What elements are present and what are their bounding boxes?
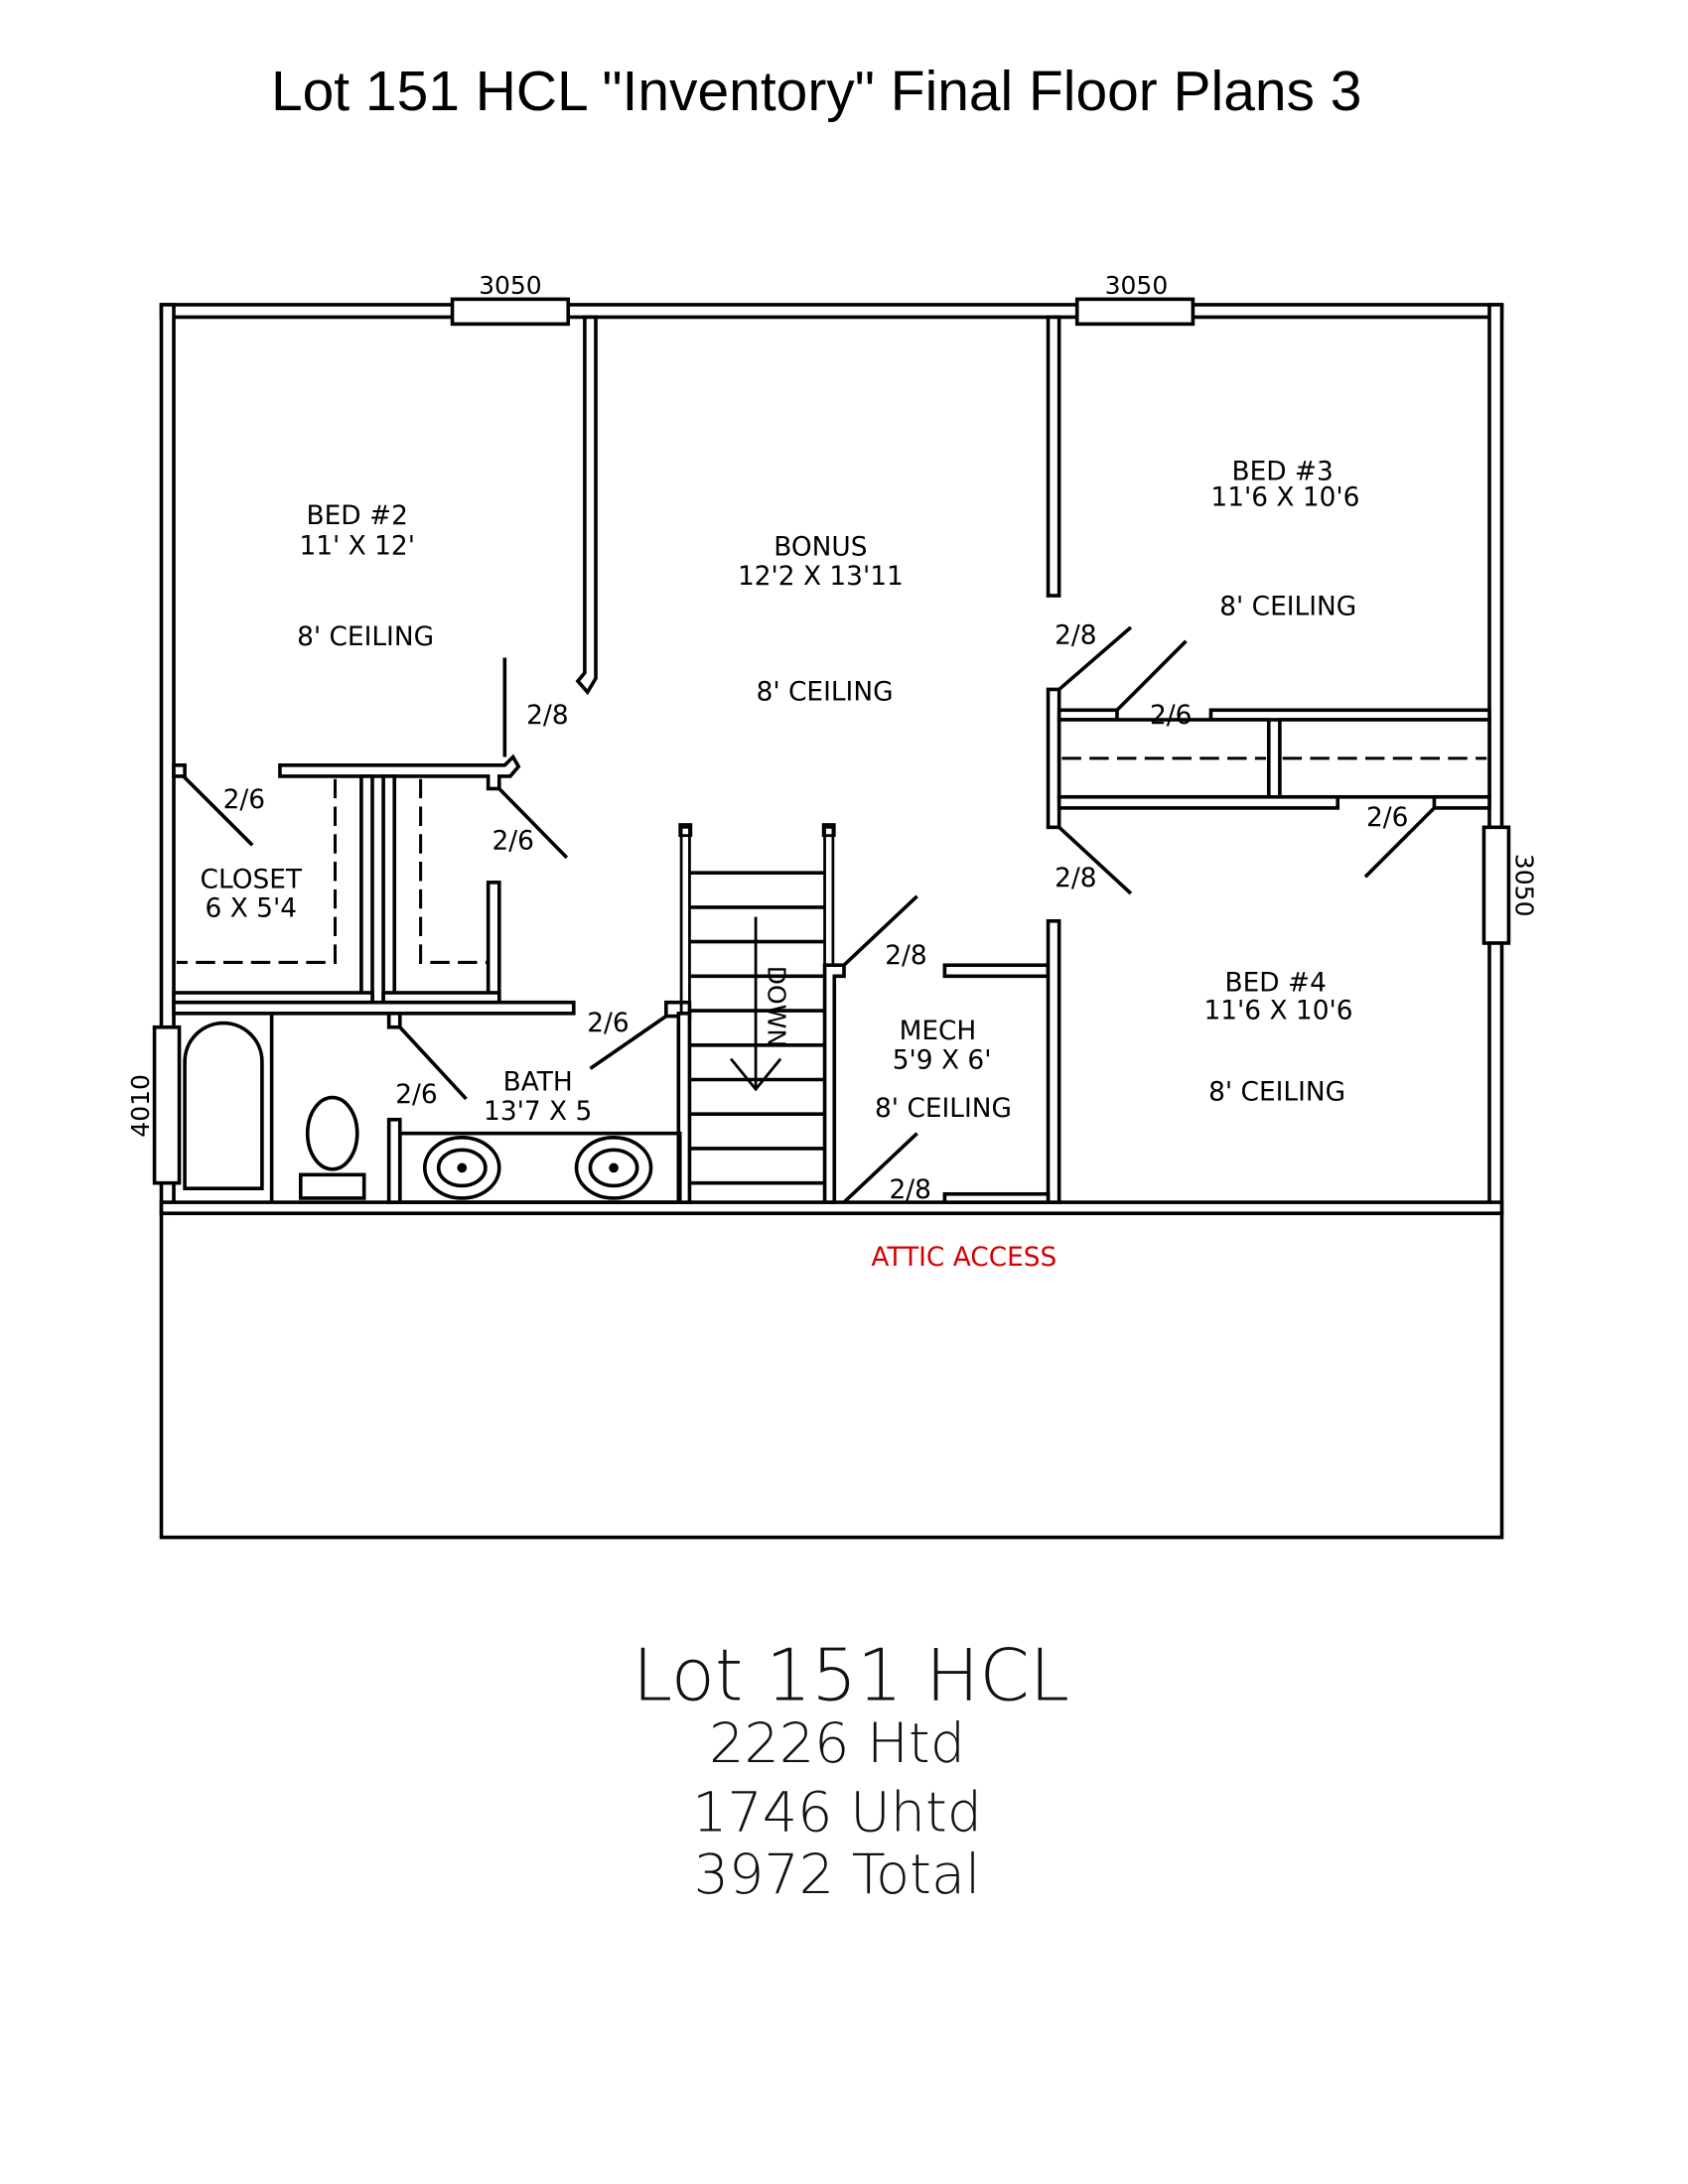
wall-mech-top <box>942 963 1051 979</box>
window-left <box>152 1024 182 1185</box>
door-label: 2/6 <box>1150 701 1192 731</box>
wall-linen-right <box>486 881 501 1005</box>
lot-name: Lot 151 HCL <box>633 1635 1069 1718</box>
room-ceiling: 8' CEILING <box>1208 1077 1345 1107</box>
stairs-label: DOWN <box>763 966 791 1047</box>
wall-bed2-closets <box>278 753 521 791</box>
window-label: 3050 <box>1105 271 1169 300</box>
wall-bonus-bed3 <box>1046 315 1061 598</box>
door-label: 2/6 <box>395 1080 437 1110</box>
wall-closet-right <box>359 774 374 1005</box>
door-swings <box>182 625 1436 1204</box>
room-name: BONUS <box>774 533 867 563</box>
room-size: 11'6 X 10'6 <box>1203 996 1352 1025</box>
room-name: BED #4 <box>1225 969 1327 999</box>
room-name: BED #3 <box>1231 457 1333 486</box>
wall-right <box>1487 303 1504 1216</box>
window-top-left <box>450 297 571 327</box>
vanity <box>397 1131 682 1204</box>
page-title: Lot 151 HCL "Inventory" Final Floor Plan… <box>271 60 1362 123</box>
door-label: 2/8 <box>526 701 568 731</box>
wall-bed2-bonus <box>575 315 598 696</box>
door-label: 2/8 <box>889 1175 930 1205</box>
wall-top <box>159 303 1504 320</box>
room-ceiling: 8' CEILING <box>875 1094 1012 1124</box>
door-label: 2/6 <box>1366 803 1408 833</box>
window-right <box>1481 825 1511 945</box>
room-name: MECH <box>900 1017 977 1046</box>
door-label: 2/6 <box>223 785 265 815</box>
window-label: 3050 <box>479 271 542 300</box>
arrow-down-icon <box>730 916 782 1092</box>
room-size: 11' X 12' <box>299 531 414 561</box>
window-top-right <box>1074 297 1196 327</box>
attic-access-label: ATTIC ACCESS <box>871 1243 1056 1273</box>
wall-linen-left <box>381 774 397 1005</box>
wall-mech-left <box>822 963 846 1204</box>
toilet-icon <box>298 1095 366 1200</box>
heated-area: 2226 Htd <box>709 1711 965 1776</box>
total-area: 3972 Total <box>694 1843 981 1907</box>
door-label: 2/6 <box>587 1009 629 1038</box>
wall-mech-right <box>1046 918 1061 1204</box>
room-size: 11'6 X 10'6 <box>1210 483 1359 513</box>
staircase: DOWN <box>678 823 836 1185</box>
room-size: 5'9 X 6' <box>893 1045 992 1075</box>
room-size: 6 X 5'4 <box>206 894 297 924</box>
attic-area <box>159 1211 1504 1540</box>
door-label: 2/8 <box>885 941 926 971</box>
floor-plan: DOWN <box>152 297 1511 1540</box>
room-ceiling: 8' CEILING <box>757 678 894 708</box>
door-label: 2/8 <box>1055 864 1096 893</box>
room-name: CLOSET <box>201 865 303 894</box>
room-size: 12'2 X 13'11 <box>738 562 904 592</box>
wall-bath-top <box>172 1000 576 1016</box>
sink-icon <box>574 1136 653 1200</box>
sink-icon <box>422 1136 501 1200</box>
room-name: BATH <box>503 1068 573 1098</box>
room-ceiling: 8' CEILING <box>297 622 434 652</box>
room-ceiling: 8' CEILING <box>1219 592 1356 621</box>
room-name: BED #2 <box>307 501 408 531</box>
window-label: 3050 <box>1509 854 1538 917</box>
bathtub-icon <box>183 1021 264 1191</box>
door-label: 2/8 <box>1055 621 1096 651</box>
unheated-area: 1746 Uhtd <box>692 1780 982 1844</box>
room-size: 13'7 X 5 <box>484 1097 592 1127</box>
window-label: 4010 <box>126 1074 155 1138</box>
door-label: 2/6 <box>492 827 533 857</box>
